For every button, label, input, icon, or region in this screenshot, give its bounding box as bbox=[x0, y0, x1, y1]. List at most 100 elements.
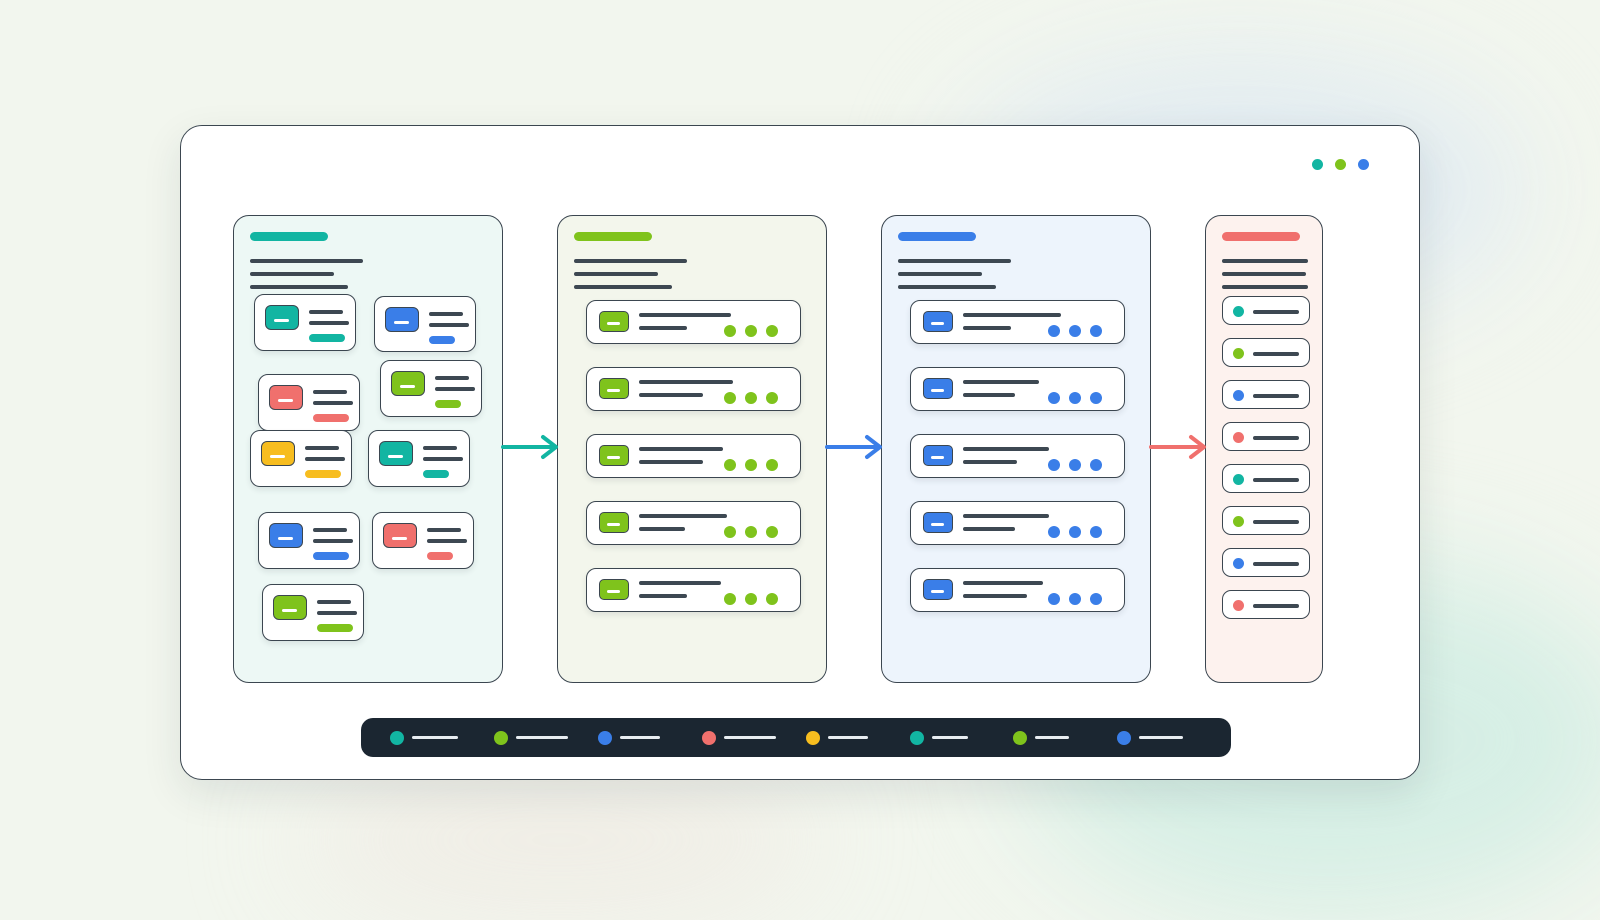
thumbnail-icon bbox=[599, 311, 629, 332]
row-text-line bbox=[639, 380, 733, 384]
row-status-dots bbox=[724, 459, 778, 471]
row-text-line bbox=[639, 527, 685, 531]
panel-output[interactable] bbox=[1205, 215, 1323, 683]
dock-item[interactable] bbox=[806, 718, 868, 757]
status-dot-icon bbox=[1117, 731, 1131, 745]
intake-card[interactable] bbox=[374, 296, 476, 352]
panel-processing[interactable] bbox=[557, 215, 827, 683]
bottom-dock bbox=[361, 718, 1231, 757]
output-item[interactable] bbox=[1222, 380, 1310, 409]
row-text-line bbox=[963, 581, 1043, 585]
card-text-line bbox=[313, 528, 347, 532]
output-item[interactable] bbox=[1222, 296, 1310, 325]
panel-intake[interactable] bbox=[233, 215, 503, 683]
card-tag bbox=[429, 336, 455, 344]
status-dot-icon bbox=[1048, 593, 1060, 605]
card-text-line bbox=[313, 401, 353, 405]
panel-review[interactable] bbox=[881, 215, 1151, 683]
intake-card[interactable] bbox=[368, 430, 470, 487]
dock-label-line bbox=[724, 736, 776, 739]
panel-accent-bar bbox=[1222, 232, 1300, 241]
list-item[interactable] bbox=[910, 501, 1125, 545]
list-item[interactable] bbox=[586, 501, 801, 545]
intake-card[interactable] bbox=[254, 294, 356, 351]
status-dot-icon bbox=[1233, 348, 1244, 359]
dock-item[interactable] bbox=[702, 718, 776, 757]
output-item[interactable] bbox=[1222, 548, 1310, 577]
status-dot-icon bbox=[766, 526, 778, 538]
window-dot-icon[interactable] bbox=[1312, 159, 1323, 170]
thumbnail-icon bbox=[599, 378, 629, 399]
row-text-line bbox=[963, 380, 1039, 384]
panel-text-line bbox=[1222, 272, 1306, 276]
intake-card[interactable] bbox=[372, 512, 474, 569]
row-text-line bbox=[639, 594, 687, 598]
status-dot-icon bbox=[745, 526, 757, 538]
card-tag bbox=[313, 552, 349, 560]
dock-item[interactable] bbox=[390, 718, 458, 757]
window-dot-icon[interactable] bbox=[1358, 159, 1369, 170]
intake-card[interactable] bbox=[258, 512, 360, 569]
output-item[interactable] bbox=[1222, 590, 1310, 619]
intake-card[interactable] bbox=[258, 374, 360, 431]
row-status-dots bbox=[1048, 526, 1102, 538]
intake-card[interactable] bbox=[380, 360, 482, 417]
status-dot-icon bbox=[1090, 392, 1102, 404]
status-dot-icon bbox=[1048, 459, 1060, 471]
panel-text-line bbox=[1222, 285, 1308, 289]
row-text-line bbox=[639, 326, 687, 330]
output-text-line bbox=[1253, 394, 1299, 398]
window-dot-icon[interactable] bbox=[1335, 159, 1346, 170]
dock-item[interactable] bbox=[1013, 718, 1069, 757]
list-item[interactable] bbox=[910, 568, 1125, 612]
list-item[interactable] bbox=[586, 434, 801, 478]
card-text-line bbox=[305, 446, 339, 450]
dock-label-line bbox=[1139, 736, 1183, 739]
list-item[interactable] bbox=[910, 300, 1125, 344]
row-text-line bbox=[963, 527, 1015, 531]
window-controls bbox=[1312, 159, 1369, 170]
output-item[interactable] bbox=[1222, 506, 1310, 535]
status-dot-icon bbox=[1013, 731, 1027, 745]
status-dot-icon bbox=[1069, 526, 1081, 538]
output-item[interactable] bbox=[1222, 338, 1310, 367]
status-dot-icon bbox=[1090, 593, 1102, 605]
list-item[interactable] bbox=[586, 367, 801, 411]
card-text-line bbox=[429, 323, 469, 327]
dock-item[interactable] bbox=[494, 718, 568, 757]
status-dot-icon bbox=[1048, 325, 1060, 337]
row-text-line bbox=[639, 313, 731, 317]
list-item[interactable] bbox=[910, 367, 1125, 411]
arrow-right-icon bbox=[1149, 435, 1206, 459]
row-text-line bbox=[963, 594, 1027, 598]
intake-card[interactable] bbox=[262, 584, 364, 641]
status-dot-icon bbox=[1233, 474, 1244, 485]
thumbnail-icon bbox=[269, 385, 303, 410]
card-tag bbox=[313, 414, 349, 422]
dock-label-line bbox=[412, 736, 458, 739]
dock-item[interactable] bbox=[598, 718, 660, 757]
arrow-right-icon bbox=[825, 435, 882, 459]
list-item[interactable] bbox=[586, 568, 801, 612]
dock-item[interactable] bbox=[910, 718, 968, 757]
thumbnail-icon bbox=[599, 445, 629, 466]
status-dot-icon bbox=[1048, 526, 1060, 538]
thumbnail-icon bbox=[261, 441, 295, 466]
output-text-line bbox=[1253, 478, 1299, 482]
card-text-line bbox=[429, 312, 463, 316]
panel-text-line bbox=[898, 259, 1011, 263]
dock-label-line bbox=[620, 736, 660, 739]
status-dot-icon bbox=[745, 593, 757, 605]
output-item[interactable] bbox=[1222, 422, 1310, 451]
output-text-line bbox=[1253, 604, 1299, 608]
output-item[interactable] bbox=[1222, 464, 1310, 493]
status-dot-icon bbox=[598, 731, 612, 745]
intake-card[interactable] bbox=[250, 430, 352, 487]
status-dot-icon bbox=[724, 392, 736, 404]
dock-item[interactable] bbox=[1117, 718, 1183, 757]
status-dot-icon bbox=[724, 526, 736, 538]
list-item[interactable] bbox=[586, 300, 801, 344]
row-text-line bbox=[963, 447, 1049, 451]
list-item[interactable] bbox=[910, 434, 1125, 478]
card-text-line bbox=[423, 446, 457, 450]
